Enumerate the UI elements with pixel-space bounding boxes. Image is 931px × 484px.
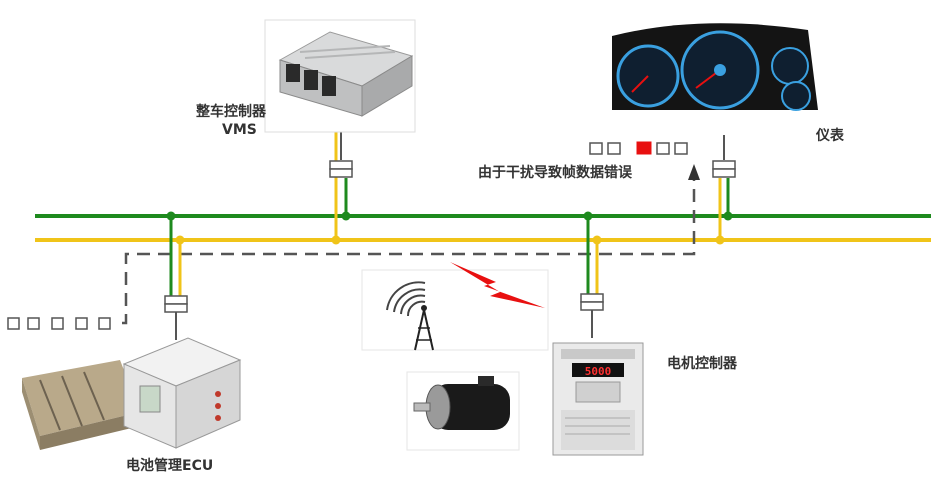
frame-square [656, 142, 670, 155]
frame-square [7, 317, 20, 330]
radio-tower-icon [361, 269, 549, 351]
can-connector-icon [580, 293, 604, 311]
bms-label: 电池管理ECU [126, 458, 214, 474]
motor-controller-tap [583, 211, 602, 338]
frame-square-error [636, 141, 652, 155]
frame-square [27, 317, 40, 330]
frame-square [75, 317, 88, 330]
vms-abbr-label: VMS [222, 122, 257, 138]
dashboard-tap [715, 135, 733, 245]
instrument-cluster-icon [612, 23, 818, 111]
can-connector-icon [164, 295, 188, 313]
inverter-icon: 5000 [552, 342, 644, 456]
frame-square [98, 317, 111, 330]
dashed-signal-path [122, 178, 696, 325]
received-frame-row [7, 317, 111, 330]
error-note-label: 由于干扰导致帧数据错误 [478, 165, 632, 181]
error-frame-row [589, 141, 688, 155]
can-connector-icon [712, 160, 736, 178]
dashboard-label: 仪表 [816, 128, 844, 144]
lightning-icon [450, 262, 545, 308]
can-connector-icon [329, 160, 353, 178]
vms-tap [331, 130, 351, 245]
frame-square [51, 317, 64, 330]
svg-text:5000: 5000 [585, 365, 612, 378]
arrow-up-icon [688, 164, 700, 180]
motor-icon [406, 371, 520, 451]
frame-square [674, 142, 688, 155]
motor-controller-label: 电机控制器 [667, 356, 737, 372]
frame-square [589, 142, 603, 155]
ecu-module-icon [264, 19, 416, 133]
bms-tap [166, 211, 185, 340]
battery-pack-icon [22, 337, 242, 450]
frame-square [607, 142, 621, 155]
vms-name-label: 整车控制器 [196, 104, 266, 120]
